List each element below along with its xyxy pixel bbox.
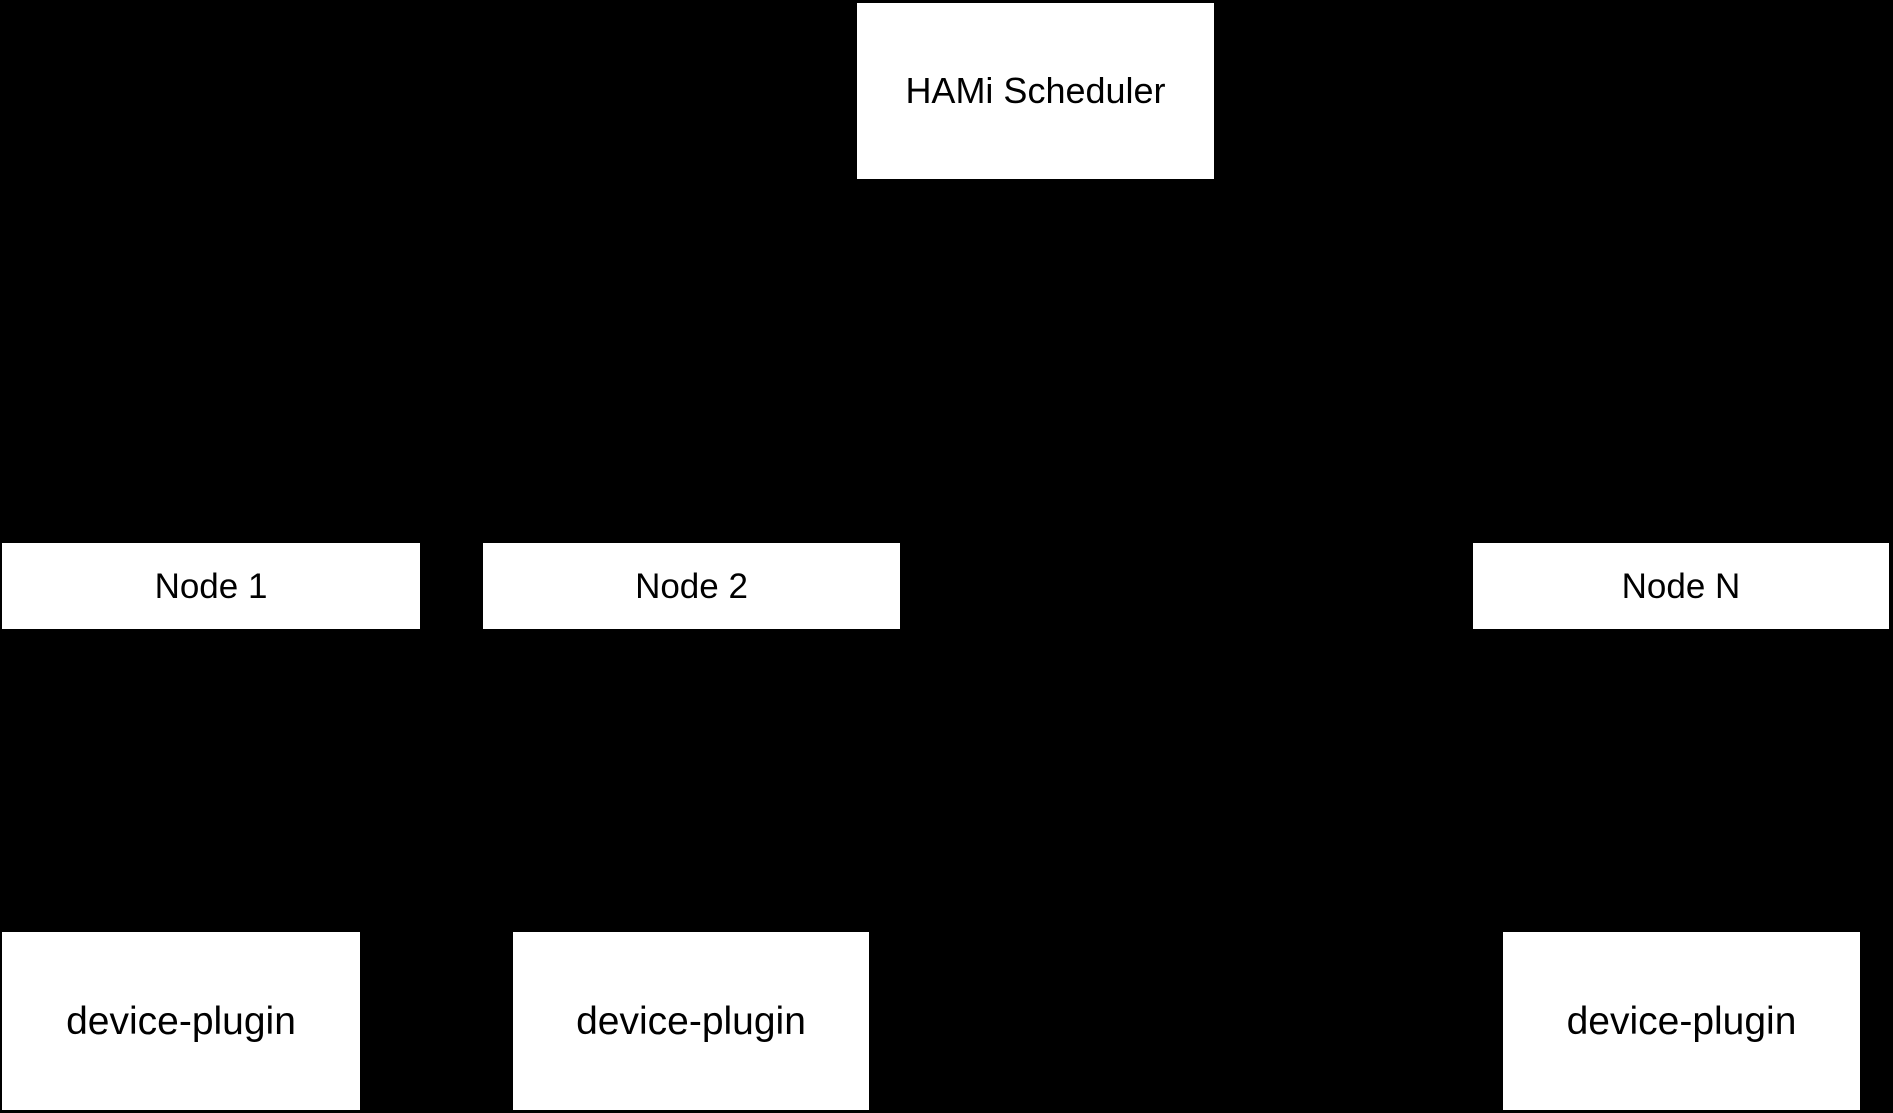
node-2-box: Node 2 bbox=[483, 543, 900, 629]
node-1-box: Node 1 bbox=[2, 543, 420, 629]
hami-scheduler-box: HAMi Scheduler bbox=[857, 3, 1214, 179]
device-plugin-box-node-1: device-plugin bbox=[2, 932, 360, 1110]
device-plugin-box-node-n: device-plugin bbox=[1503, 932, 1860, 1110]
node-n-box: Node N bbox=[1473, 543, 1889, 629]
device-plugin-box-node-2: device-plugin bbox=[513, 932, 869, 1110]
